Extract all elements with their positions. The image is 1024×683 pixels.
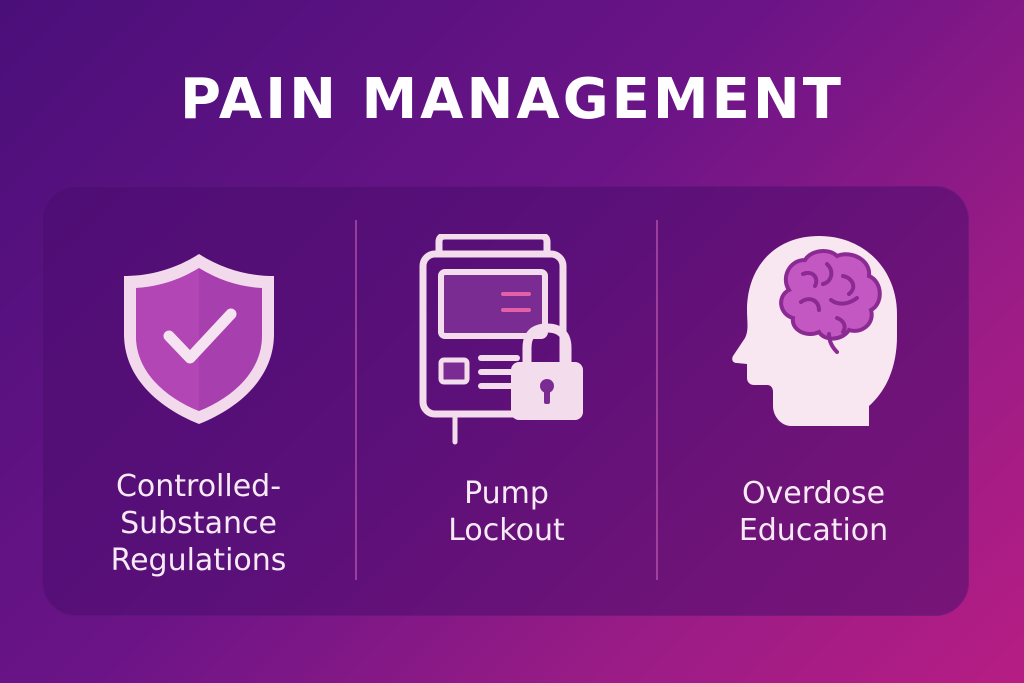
column-divider: [656, 220, 658, 580]
infusion-pump-lock-icon: [407, 232, 607, 453]
card-controlled-substance: Controlled- Substance Regulations: [42, 186, 355, 616]
label-line: Pump: [464, 476, 549, 511]
label-line: Overdose: [741, 476, 886, 511]
label-line: Regulations: [110, 543, 287, 578]
card-pump-lockout: Pump Lockout: [357, 186, 656, 616]
label-line: Education: [738, 513, 889, 548]
label-line: Controlled-: [115, 469, 282, 504]
item-label: Pump Lockout: [357, 475, 656, 549]
card-overdose-education: Overdose Education: [658, 186, 969, 616]
label-line: Substance: [120, 506, 277, 541]
page-title: PAIN MANAGEMENT: [180, 67, 844, 132]
label-line: Lockout: [448, 513, 565, 548]
column-divider: [355, 220, 357, 580]
item-label: Controlled- Substance Regulations: [42, 468, 355, 579]
shield-check-icon: [114, 248, 284, 432]
head-brain-icon: [719, 230, 909, 434]
item-label: Overdose Education: [658, 475, 969, 549]
